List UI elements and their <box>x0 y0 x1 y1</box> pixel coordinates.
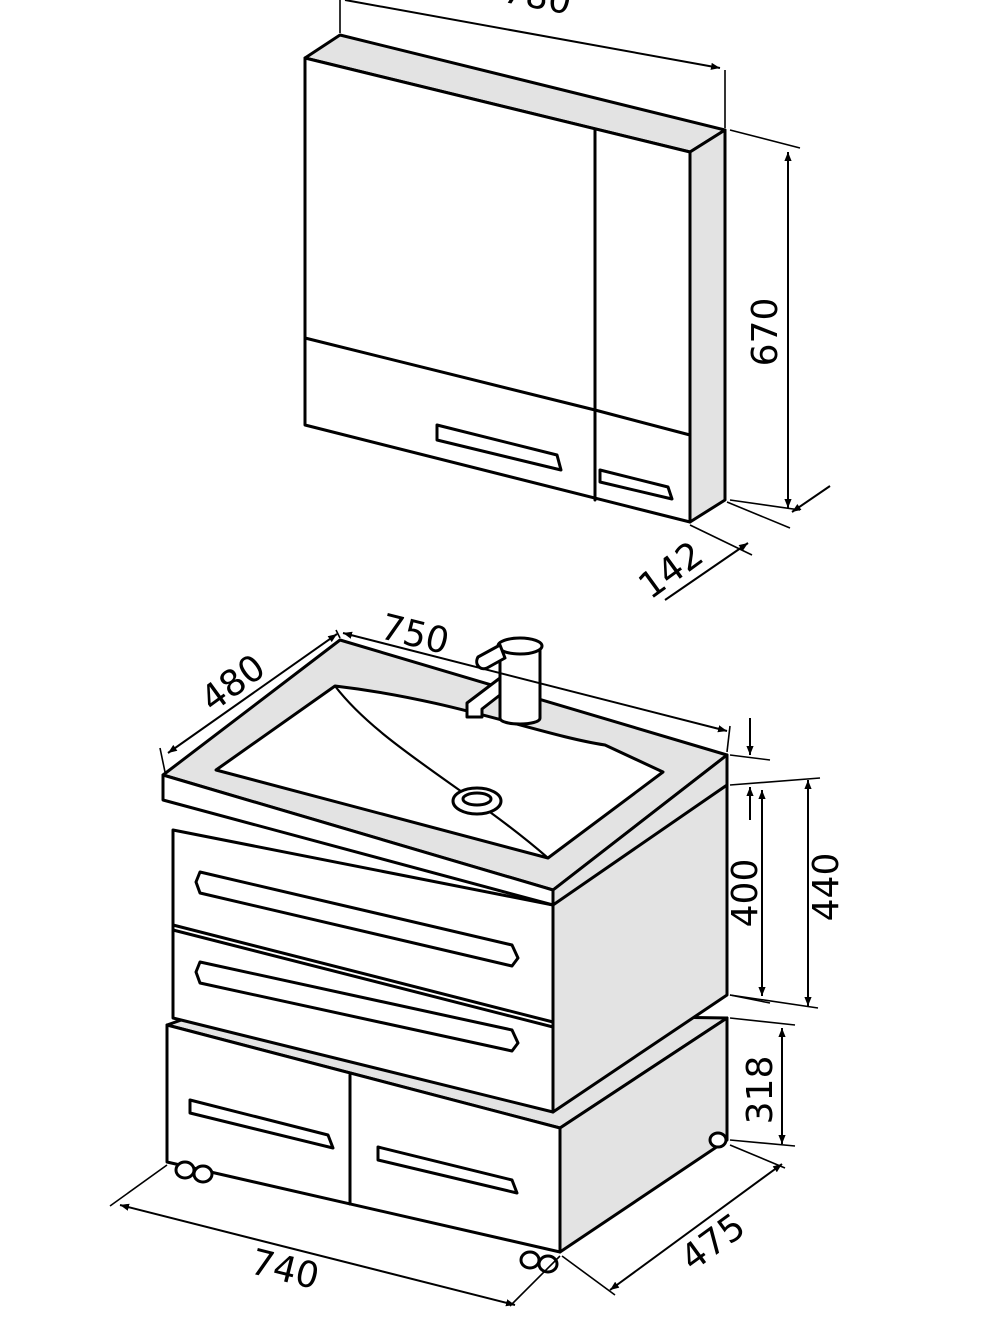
base-front-face <box>165 1023 562 1254</box>
drawer-handle-bottom <box>194 960 520 1053</box>
dim-cabinet-height: 670 <box>745 298 786 367</box>
dim-line-cabinet-width <box>344 0 721 70</box>
drawer-divider <box>171 923 555 1024</box>
dim-cabinet-width: 780 <box>500 0 575 23</box>
dim-base-width: 740 <box>246 1242 323 1298</box>
drawer-handle-top <box>194 870 520 968</box>
cabinet-shelf-line-right <box>593 408 692 437</box>
dim-vanity-height: 400 <box>725 859 766 928</box>
vanity-unit <box>171 783 729 1114</box>
dim-line-base-depth <box>609 1163 783 1291</box>
dim-line-base-width <box>119 1203 516 1307</box>
base-handle-left <box>188 1098 335 1150</box>
mirror-cabinet <box>303 33 727 524</box>
dim-line-sink-width <box>342 631 728 733</box>
dim-vanity-total-height: 440 <box>806 853 847 922</box>
cabinet-handle-left <box>435 423 563 472</box>
dim-line-cabinet-depth <box>664 542 749 601</box>
cabinet-handle-right <box>598 468 674 501</box>
caster-wheels <box>174 1131 728 1274</box>
dim-base-height: 318 <box>740 1056 781 1125</box>
cabinet-shelf-line-left <box>303 336 597 412</box>
dim-base-depth: 475 <box>673 1206 753 1280</box>
dim-line-sink-depth <box>167 633 338 754</box>
sink-side-edge <box>551 753 729 907</box>
cabinet-side-face <box>688 128 727 524</box>
base-handle-right <box>376 1145 519 1195</box>
